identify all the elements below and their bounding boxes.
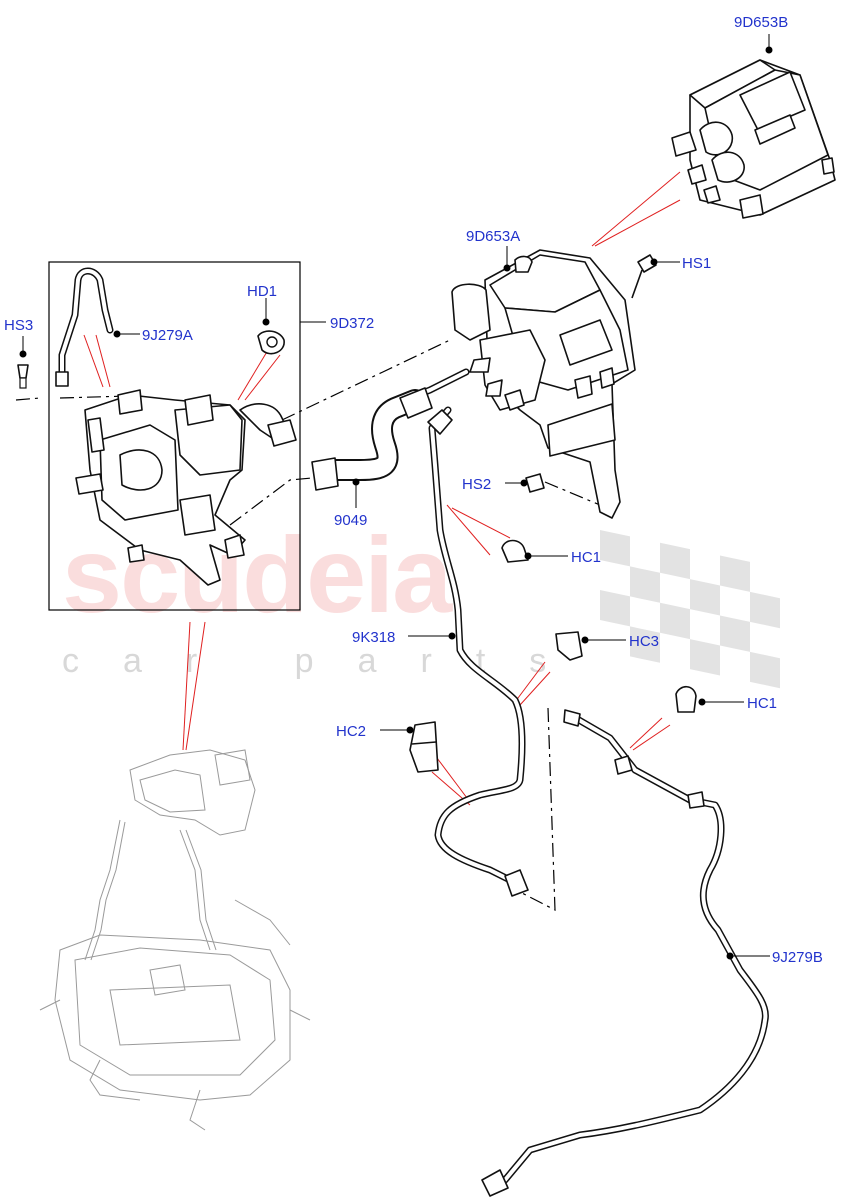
label-9k318: 9K318 bbox=[352, 629, 395, 646]
label-hc2: HC2 bbox=[336, 723, 366, 740]
checkered-flag-watermark bbox=[600, 530, 780, 689]
clip-hc3 bbox=[555, 631, 583, 661]
canister-9d653a bbox=[451, 249, 636, 519]
screw-hs3 bbox=[17, 364, 29, 389]
label-9j279b: 9J279B bbox=[772, 949, 823, 966]
label-hc1-lower: HC1 bbox=[747, 695, 777, 712]
label-hc1-upper: HC1 bbox=[571, 549, 601, 566]
clip-hc1-upper bbox=[501, 539, 529, 563]
clip-hc1-lower bbox=[675, 685, 697, 713]
pipe-9j279a bbox=[55, 267, 114, 387]
screw-hs1 bbox=[631, 254, 657, 299]
label-9j279a: 9J279A bbox=[142, 327, 193, 344]
vapour-unit-9d372 bbox=[75, 389, 297, 586]
vehicle-overview-illustration bbox=[39, 749, 311, 1131]
callout-labels: 9D653B 9D653A HS1 HS3 HD1 9D372 9J279A H… bbox=[4, 14, 823, 966]
label-9049: 9049 bbox=[334, 512, 367, 529]
watermark-subtitle: car parts bbox=[62, 642, 590, 680]
label-9d372: 9D372 bbox=[330, 315, 374, 332]
label-hs3: HS3 bbox=[4, 317, 33, 334]
label-9d653b: 9D653B bbox=[734, 14, 788, 31]
canister-9d653b bbox=[671, 59, 836, 219]
screw-hs2 bbox=[525, 473, 545, 493]
label-hd1: HD1 bbox=[247, 283, 277, 300]
bracket-hc2 bbox=[409, 721, 439, 773]
assembly-frame bbox=[48, 261, 301, 611]
label-hc3: HC3 bbox=[629, 633, 659, 650]
label-hs1: HS1 bbox=[682, 255, 711, 272]
label-9d653a: 9D653A bbox=[466, 228, 520, 245]
reference-lines bbox=[83, 171, 681, 806]
clamp-hd1 bbox=[257, 330, 285, 355]
hose-9049 bbox=[311, 387, 433, 491]
pipe-9k318 bbox=[427, 406, 529, 897]
pipe-9j279b bbox=[481, 709, 769, 1197]
label-hs2: HS2 bbox=[462, 476, 491, 493]
